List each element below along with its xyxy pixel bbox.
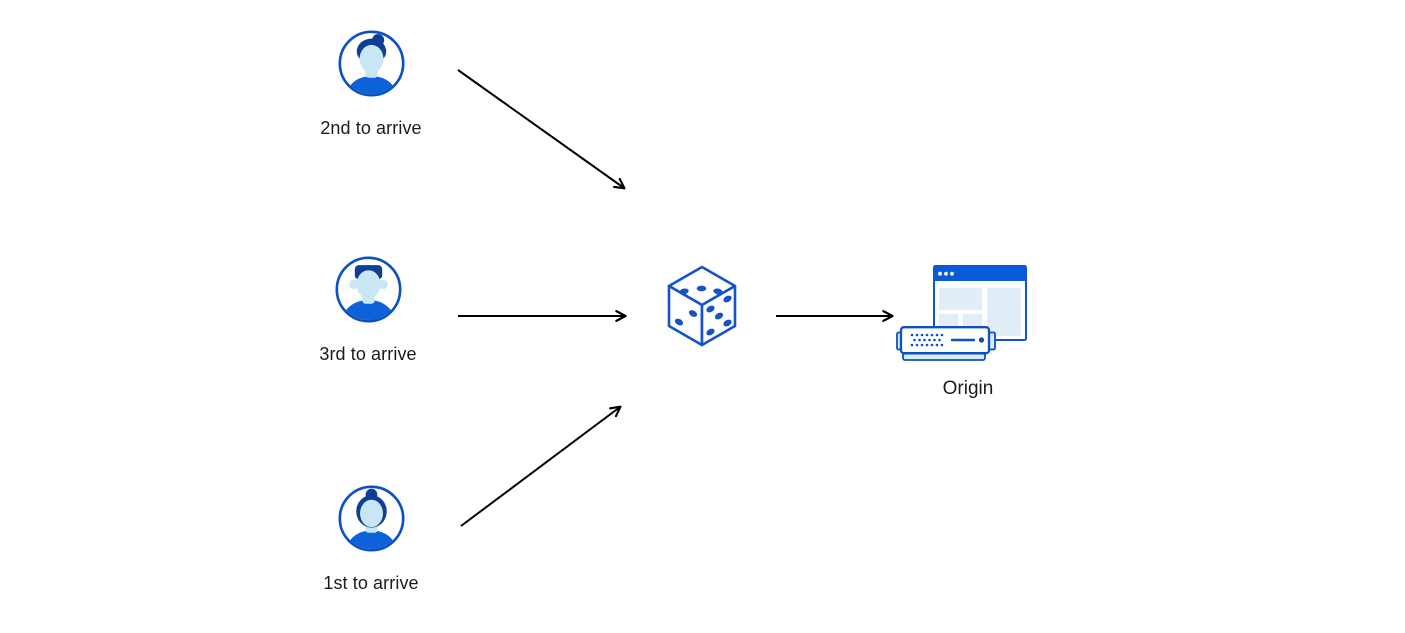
node-label: 1st to arrive (323, 573, 419, 593)
female-avatar-bun-icon (338, 485, 404, 552)
node-first-visitor: 1st to arrive (286, 485, 456, 593)
node-label: Origin (942, 378, 994, 399)
node-origin: Origin (890, 260, 1046, 410)
dice-icon (667, 265, 737, 347)
node-label: 2nd to arrive (320, 118, 422, 138)
server-icon (896, 326, 996, 361)
male-avatar-quiff-icon (338, 30, 404, 97)
male-avatar-flattop-icon (335, 256, 401, 323)
node-randomizer (667, 265, 737, 352)
arrow-first-to-dice (460, 405, 622, 527)
node-third-visitor: 3rd to arrive (283, 256, 453, 364)
node-label: 3rd to arrive (319, 344, 417, 364)
browser-window-icon (933, 265, 1027, 341)
arrow-second-to-dice (457, 69, 626, 190)
node-second-visitor: 2nd to arrive (286, 30, 456, 138)
